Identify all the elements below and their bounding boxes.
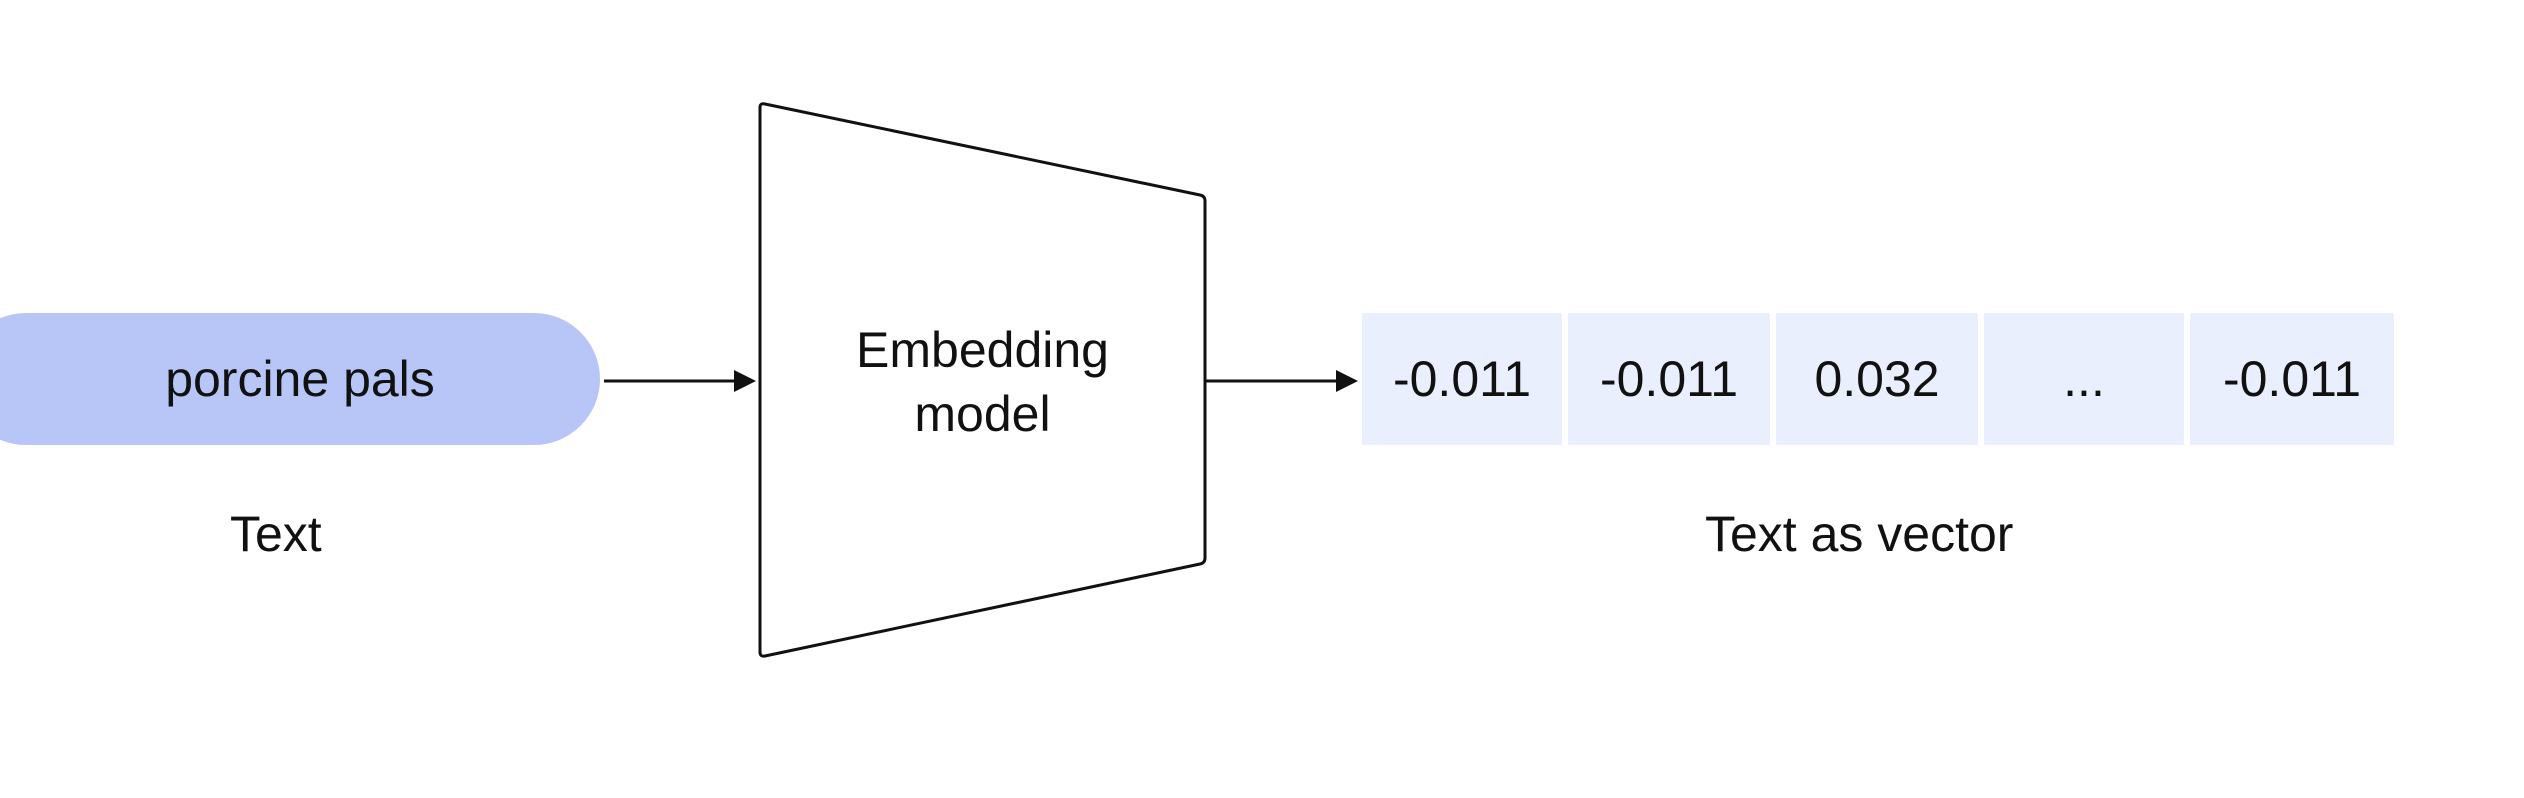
- vector-cell: -0.011: [2190, 313, 2394, 445]
- vector-value: -0.011: [1392, 351, 1532, 407]
- arrow-input-to-model: [604, 370, 756, 392]
- input-text-value: porcine pals: [165, 351, 435, 407]
- embedding-model-shape: [758, 102, 1207, 658]
- model-label-line2: model: [914, 386, 1051, 442]
- vector-ellipsis: ...: [2063, 351, 2105, 407]
- model-label-line1: Embedding: [856, 322, 1109, 378]
- arrow-model-to-vector: [1205, 370, 1358, 392]
- vector-cell: ...: [1984, 313, 2184, 445]
- embedding-model-label: Embedding model: [760, 318, 1205, 446]
- vector-cell: -0.011: [1362, 313, 1562, 445]
- vector-value: -0.011: [1599, 351, 1739, 407]
- output-caption: Text as vector: [1705, 506, 2014, 562]
- input-text-pill: porcine pals: [0, 313, 600, 445]
- vector-row: -0.011 -0.011 0.032 ... -0.011: [1362, 313, 2394, 445]
- vector-cell: 0.032: [1776, 313, 1978, 445]
- input-caption: Text: [230, 506, 322, 562]
- vector-value: 0.032: [1814, 351, 1940, 407]
- vector-value: -0.011: [2222, 351, 2362, 407]
- vector-cell: -0.011: [1568, 313, 1770, 445]
